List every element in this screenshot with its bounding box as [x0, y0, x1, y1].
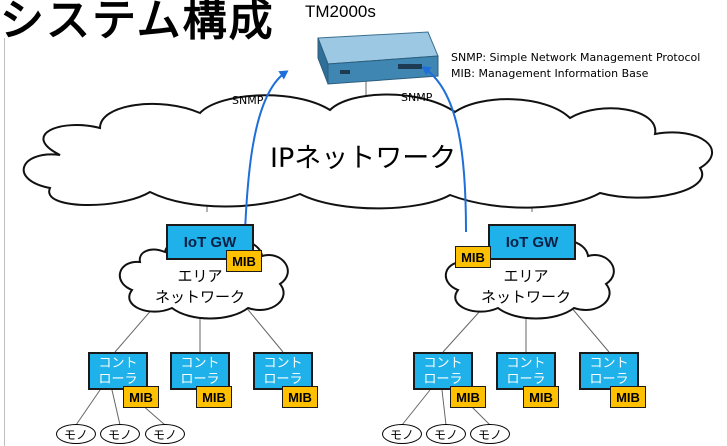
area-network-label-right: エリア ネットワーク	[466, 266, 586, 308]
legend: SNMP: Simple Network Management Protocol…	[451, 50, 700, 82]
controller-right-3: コント ローラ	[579, 352, 639, 390]
controller-line2: ローラ	[506, 372, 546, 387]
controller-line2: ローラ	[423, 372, 463, 387]
controller-line2: ローラ	[180, 372, 220, 387]
thing-right-1: モノ	[382, 424, 422, 444]
controller-mib-left-1: MIB	[123, 386, 159, 408]
snmp-label-left: SNMP	[232, 94, 264, 107]
snmp-arrow-right	[421, 66, 467, 233]
thing-left-2: モノ	[100, 424, 140, 444]
controller-line1: コント	[98, 356, 138, 371]
controller-line1: コント	[180, 356, 220, 371]
controller-mib-right-1: MIB	[450, 386, 486, 408]
controller-mib-right-2: MIB	[523, 386, 559, 408]
left-divider	[4, 38, 5, 446]
page-title: システム構成	[0, 0, 275, 46]
ip-network-label: IPネットワーク	[270, 143, 457, 174]
controller-line1: コント	[263, 356, 303, 371]
legend-snmp: SNMP: Simple Network Management Protocol	[451, 51, 701, 64]
device-label: TM2000s	[305, 2, 376, 21]
controller-line1: コント	[589, 356, 629, 371]
controller-line2: ローラ	[263, 372, 303, 387]
controller-line1: コント	[506, 356, 546, 371]
controller-line1: コント	[423, 356, 463, 371]
iot-gateway-right: IoT GW	[488, 224, 576, 260]
controller-left-3: コント ローラ	[253, 352, 313, 390]
ip-network-cloud	[22, 93, 714, 210]
controller-line2: ローラ	[98, 372, 138, 387]
area-network-line1: エリア	[503, 267, 549, 285]
tm2000s-device	[317, 31, 439, 85]
controller-right-1: コント ローラ	[413, 352, 473, 390]
area-network-label-left: エリア ネットワーク	[140, 266, 260, 308]
controller-mib-left-3: MIB	[282, 386, 318, 408]
area-network-line2: ネットワーク	[154, 288, 245, 306]
thing-right-2: モノ	[426, 424, 466, 444]
controller-left-2: コント ローラ	[170, 352, 230, 390]
controller-line2: ローラ	[589, 372, 629, 387]
controller-left-1: コント ローラ	[88, 352, 148, 390]
gateway-mib-left: MIB	[226, 250, 262, 272]
area-network-line1: エリア	[177, 267, 223, 285]
controller-mib-right-3: MIB	[610, 386, 646, 408]
thing-left-3: モノ	[145, 424, 185, 444]
gateway-mib-right: MIB	[455, 246, 491, 268]
snmp-label-right: SNMP	[401, 91, 433, 104]
area-network-line2: ネットワーク	[480, 288, 571, 306]
thing-right-3: モノ	[470, 424, 510, 444]
legend-mib: MIB: Management Information Base	[451, 67, 649, 80]
controller-mib-left-2: MIB	[196, 386, 232, 408]
thing-left-1: モノ	[56, 424, 96, 444]
controller-right-2: コント ローラ	[496, 352, 556, 390]
